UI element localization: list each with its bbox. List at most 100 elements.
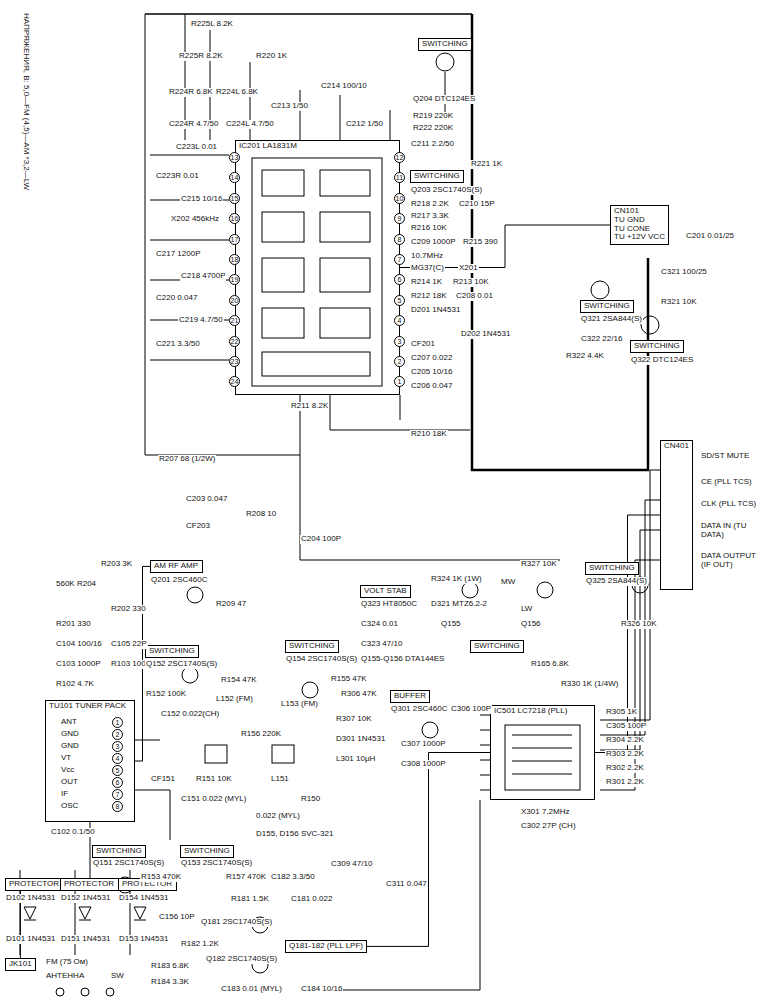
node-label: SWITCHING (422, 40, 468, 49)
note: R324 1K (1W) (430, 575, 483, 584)
wire-connector (595, 515, 660, 753)
pin-number: 24 (229, 376, 240, 387)
note: OUT (60, 778, 79, 787)
note: Q156 (520, 620, 542, 629)
schematic-wire (252, 158, 382, 386)
note: 560K R204 (55, 580, 97, 589)
component-symbol (187, 587, 203, 603)
note: C308 1000P (400, 760, 446, 769)
note: C223L 0.01 (175, 143, 218, 152)
node-label: PROTECTOR (64, 880, 115, 889)
note: L152 (FM) (215, 695, 254, 704)
note: C321 100/25 (660, 268, 708, 277)
schematic-wire (145, 14, 146, 455)
node-label: AM RF AMP (154, 562, 199, 571)
component-symbol (591, 281, 609, 299)
note: Q155 (440, 620, 462, 629)
note: C212 1/50 (345, 120, 384, 129)
note: D151 1N4531 (60, 935, 111, 944)
note: Q325 2SA844(S) (585, 577, 648, 586)
component-symbol (462, 582, 478, 598)
component-box: SWITCHING (418, 38, 472, 51)
note: LW (520, 605, 533, 614)
note: R330 1K (1/4W) (560, 680, 619, 689)
note: 10.7MHz (410, 252, 444, 261)
pin-number: 7 (112, 789, 123, 800)
component-box: SWITCHING (470, 640, 524, 653)
schematic-wire (272, 745, 294, 763)
component-box: SWITCHING (580, 300, 634, 313)
note: D155, D156 SVC-321 (255, 830, 334, 839)
note: R201 330 (55, 620, 92, 629)
note: D321 MTZ6.2-2 (430, 600, 488, 609)
note: R202 330 (110, 605, 147, 614)
note: R209 47 (215, 600, 247, 609)
pin-number: 3 (394, 336, 405, 347)
note: R151 10K (195, 775, 233, 784)
schematic-wire (505, 725, 580, 790)
schematic-wire (320, 308, 370, 338)
note: C214 100/10 (320, 82, 368, 91)
note: R150 (300, 795, 321, 804)
component-box: SWITCHING (410, 170, 464, 183)
note: R306 47K (340, 690, 378, 699)
note: C305 100P (605, 722, 647, 731)
wrapped-signal-name: SD/ST MUTE (700, 452, 762, 461)
note: C156 10P (158, 913, 196, 922)
component-symbol (422, 722, 438, 738)
note: C152 0.022(CH) (160, 710, 220, 719)
pin-number: 10 (394, 193, 405, 204)
note: C209 1000P (410, 238, 456, 247)
schematic-wire (262, 308, 304, 338)
note: C103 1000P (55, 660, 101, 669)
component-symbol (436, 53, 454, 71)
note: R326 10K (620, 620, 658, 629)
note: Q152 2SC1740S(S) (145, 660, 218, 669)
note: GND (60, 742, 80, 751)
pin-number: 17 (229, 234, 240, 245)
note: Q301 2SC460C (390, 705, 448, 714)
component-box: BUFFER (390, 690, 430, 703)
note: D202 1N4531 (460, 330, 511, 339)
pin-number: 2 (112, 729, 123, 740)
note: X201 (458, 264, 479, 273)
component-box: PROTECTOR (5, 878, 64, 891)
note: Q201 2SC460C (150, 576, 208, 585)
node-label: VOLT STAB (364, 587, 407, 596)
note: Q154 2SC1740S(S) (285, 655, 358, 664)
pin-number: 1 (394, 376, 405, 387)
component-symbol (537, 582, 553, 598)
note: C302 27P (CH) (520, 822, 577, 831)
note: Vcc (60, 766, 75, 775)
pin-number: 4 (112, 753, 123, 764)
component-box: SWITCHING (145, 645, 199, 658)
wrapped-signal-name: CLK (PLL TCS) (700, 500, 762, 509)
note: R183 6.8K (150, 962, 190, 971)
note: R217 3.3K (410, 212, 450, 221)
pin-number: 16 (229, 213, 240, 224)
schematic-wire (262, 352, 370, 376)
note: Q181 2SC1740S(S) (200, 918, 273, 927)
note: C210 15P (458, 200, 496, 209)
note: C211 2.2/50 (410, 140, 455, 149)
pin-number: 8 (394, 234, 405, 245)
note: R321 10K (660, 298, 698, 307)
note: R184 3.3K (150, 978, 190, 987)
note: C224R 4.7/50 (168, 120, 219, 129)
note: R181 1.5K (230, 895, 270, 904)
pin-number: 15 (229, 193, 240, 204)
note: R215 390 (462, 238, 499, 247)
component-symbol (81, 988, 89, 996)
note: D102 1N4531 (5, 894, 56, 903)
component-box: SWITCHING (630, 340, 684, 353)
node-label: BUFFER (394, 692, 426, 701)
note: АНТЕННА (45, 972, 85, 981)
component-box: SWITCHING (585, 562, 639, 575)
note: C207 0.022 (410, 354, 453, 363)
note: GND (60, 730, 80, 739)
note: C307 1000P (400, 740, 446, 749)
schematic-wire (600, 470, 660, 790)
node-label: SWITCHING (184, 847, 230, 856)
node-label: TU +12V VCC (614, 233, 665, 242)
schematic-wire (320, 258, 370, 292)
